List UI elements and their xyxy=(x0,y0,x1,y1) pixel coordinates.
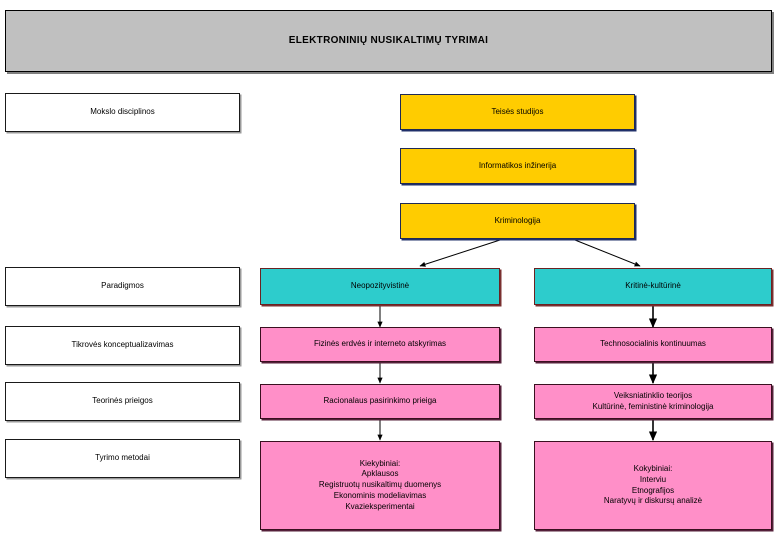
row-label-methods: Tyrimo metodai xyxy=(5,439,240,478)
theory-box-neopositivist: Racionalaus pasirinkimo prieiga xyxy=(260,384,500,419)
arrow-criminology-to-critical xyxy=(574,239,641,267)
row-label-disciplines: Mokslo disciplinos xyxy=(5,93,240,132)
row-label-theory: Teorinės prieigos xyxy=(5,382,240,421)
discipline-box-criminology: Kriminologija xyxy=(400,203,635,239)
reality-box-neopositivist: Fizinės erdvės ir interneto atskyrimas xyxy=(260,327,500,362)
diagram-title-banner: ELEKTRONINIŲ NUSIKALTIMŲ TYRIMAI xyxy=(5,10,772,72)
row-label-paradigms: Paradigmos xyxy=(5,267,240,306)
paradigm-box-neopositivist: Neopozityvistinė xyxy=(260,268,500,305)
arrow-criminology-to-neopositivist xyxy=(419,239,501,267)
row-label-reality: Tikrovės konceptualizavimas xyxy=(5,326,240,365)
paradigm-box-critical-cultural: Kritinė-kultūrinė xyxy=(534,268,772,305)
methods-box-neopositivist: Kiekybiniai: Apklausos Registruotų nusik… xyxy=(260,441,500,530)
discipline-box-informatics: Informatikos inžinerija xyxy=(400,148,635,184)
discipline-box-law: Teisės studijos xyxy=(400,94,635,130)
theory-box-critical-cultural: Veiksniatinklio teorijos Kultūrinė, femi… xyxy=(534,384,772,419)
methods-box-critical-cultural: Kokybiniai: Interviu Etnografijos Naraty… xyxy=(534,441,772,530)
reality-box-critical-cultural: Technosocialinis kontinuumas xyxy=(534,327,772,362)
